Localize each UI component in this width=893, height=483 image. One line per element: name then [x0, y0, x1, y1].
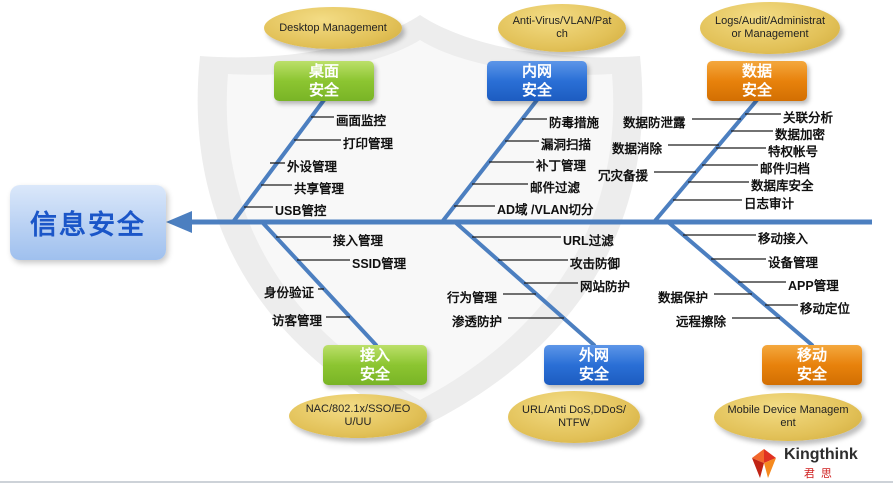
fishbone-item: 数据消除	[612, 142, 663, 156]
note-mobile-device-mgmt: Mobile Device Management	[714, 393, 862, 441]
fishbone-item: 移动接入	[758, 232, 809, 246]
logo-cn-name: 君思	[803, 468, 838, 480]
note-logs-audit-admin: Logs/Audit/Administrator Management	[700, 2, 840, 54]
fishbone-item: 数据加密	[775, 128, 826, 142]
fishbone-item: USB管控	[275, 204, 327, 218]
fishbone-item: 攻击防御	[570, 257, 621, 271]
note-desktop-management: Desktop Management	[264, 7, 402, 49]
fishbone-item: 日志审计	[744, 197, 795, 211]
fishbone-item: 画面监控	[336, 114, 387, 128]
fishbone-item: 移动定位	[800, 302, 851, 316]
fishbone-item: 防毒措施	[549, 116, 600, 130]
fishbone-item: 访客管理	[272, 314, 323, 328]
fishbone-item: 身份验证	[264, 286, 315, 300]
fishbone-item: APP管理	[788, 279, 839, 293]
head-intranet-security: 内网 安全	[487, 61, 587, 101]
logo-name: Kingthink	[784, 446, 858, 463]
fishbone-item: 数据保护	[658, 291, 709, 305]
fishbone-item: 漏洞扫描	[541, 138, 592, 152]
fishbone-item: 外设管理	[287, 160, 338, 174]
fishbone-item: 行为管理	[447, 291, 498, 305]
head-mobile-security: 移动 安全	[762, 345, 862, 385]
kingthink-logo: Kingthink 君思	[750, 446, 858, 481]
root-node-title: 信息安全	[10, 185, 166, 260]
head-data-security: 数据 安全	[707, 61, 807, 101]
note-url-antidos-ntfw: URL/Anti DoS,DDoS/NTFW	[508, 391, 640, 443]
fishbone-item: 渗透防护	[452, 315, 503, 329]
head-extranet-security: 外网 安全	[544, 345, 644, 385]
fishbone-item: 网站防护	[580, 280, 631, 294]
fishbone-item: 数据防泄露	[623, 116, 686, 130]
note-antivirus-vlan-patch: Anti-Virus/VLAN/Patch	[498, 4, 626, 52]
fishbone-item: 关联分析	[783, 111, 834, 125]
fishbone-item: 接入管理	[333, 234, 384, 248]
fishbone-item: 邮件归档	[760, 162, 811, 176]
head-desktop-security: 桌面 安全	[274, 61, 374, 101]
fishbone-item: 共享管理	[294, 182, 345, 196]
fishbone-item: SSID管理	[352, 257, 407, 271]
fishbone-item: 补丁管理	[536, 159, 587, 173]
kingthink-logo-icon	[752, 448, 776, 478]
note-nac-sso: NAC/802.1x/SSO/EOU/UU	[289, 394, 427, 438]
fishbone-item: 冗灾备援	[598, 169, 649, 183]
head-access-security: 接入 安全	[323, 345, 427, 385]
fishbone-item: 数据库安全	[751, 179, 814, 193]
fishbone-item: 远程擦除	[676, 315, 727, 329]
fishbone-item: 设备管理	[768, 256, 819, 270]
fishbone-item: AD域 /VLAN切分	[497, 203, 594, 217]
fishbone-item: 特权帐号	[768, 145, 819, 159]
fishbone-item: 打印管理	[343, 137, 394, 151]
fishbone-item: URL过滤	[563, 234, 614, 248]
fishbone-item: 邮件过滤	[530, 181, 581, 195]
